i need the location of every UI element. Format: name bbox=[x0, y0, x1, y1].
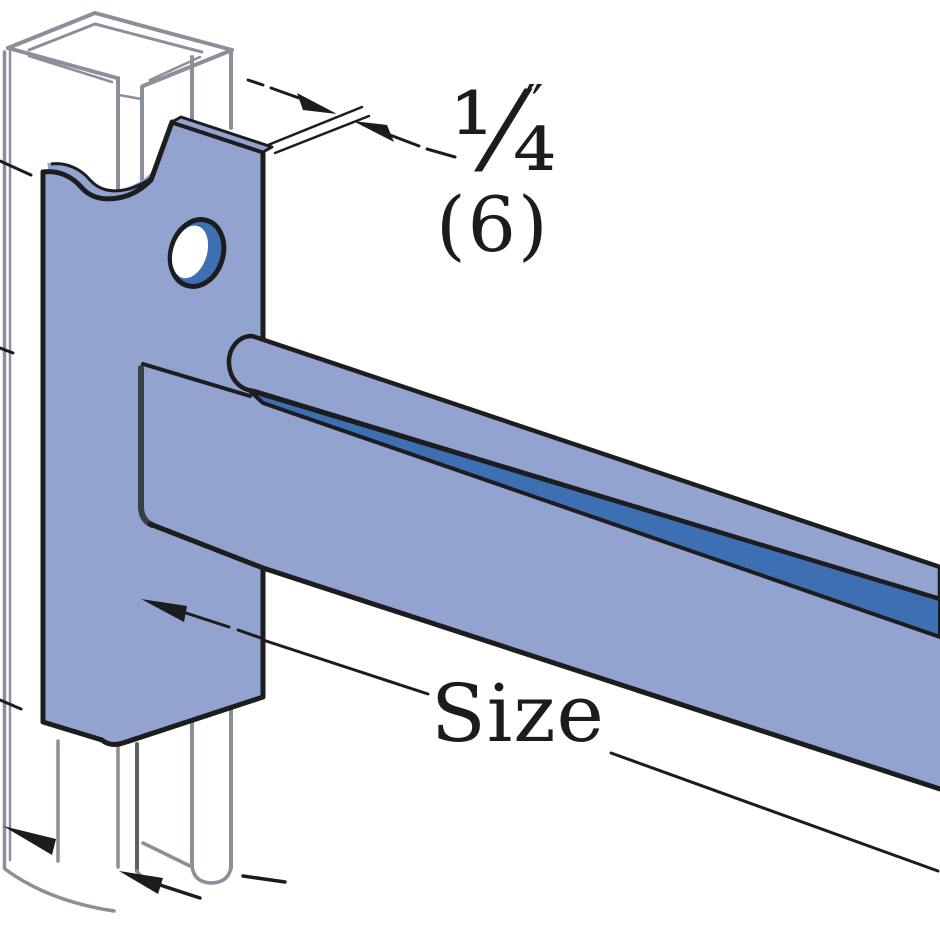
thickness-dimension-arrows bbox=[246, 78, 457, 159]
crop-leader-dashes bbox=[0, 159, 33, 711]
thickness-extension-line-front bbox=[266, 105, 364, 147]
size-leader-left-segment bbox=[261, 638, 430, 696]
thickness-metric-label: (6) bbox=[436, 180, 550, 269]
arm-weld-top-edge bbox=[141, 362, 252, 398]
left-edge-leader-dash-top bbox=[0, 159, 33, 177]
channel-break-curve-left bbox=[3, 867, 116, 913]
thickness-arrow-shaft-right bbox=[388, 133, 457, 159]
size-label: Size bbox=[431, 667, 605, 760]
bolt-hole-opening bbox=[171, 225, 209, 279]
thickness-arrowhead-left bbox=[297, 93, 337, 114]
thickness-label: ¼ bbox=[450, 68, 557, 196]
dimension-labels: ¼ ″ (6) Size bbox=[431, 68, 605, 760]
arm-bottom-edge bbox=[147, 521, 940, 792]
channel-break-curve-right bbox=[190, 864, 233, 885]
size-leader-line bbox=[141, 599, 940, 873]
channel-top-rim bbox=[6, 11, 234, 52]
thickness-arrow-shaft-left bbox=[246, 78, 301, 100]
channel-top-inner-rim bbox=[27, 22, 204, 54]
width-arrow-shaft-right bbox=[158, 883, 202, 900]
left-edge-leader-dash-bottom bbox=[0, 698, 23, 711]
channel-slot-lip-return bbox=[117, 93, 143, 101]
plate-top-thickness-face bbox=[170, 115, 274, 154]
width-dimension-arrows bbox=[3, 826, 287, 900]
channel-break-diagonal bbox=[141, 841, 192, 868]
arm-top-flange bbox=[226, 333, 940, 602]
thickness-extension-line-back bbox=[273, 114, 371, 155]
width-arrowhead-right bbox=[119, 871, 163, 894]
width-leader-dash-right bbox=[241, 874, 287, 884]
size-leader-dashes bbox=[184, 611, 263, 640]
plate-notch-back-edge bbox=[50, 162, 160, 193]
thickness-arrowhead-right bbox=[353, 121, 394, 142]
left-edge-leader-dash-middle bbox=[0, 346, 15, 355]
arm-web-face bbox=[141, 365, 940, 789]
inch-mark: ″ bbox=[524, 75, 543, 135]
channel-front-left-inner-rim bbox=[27, 54, 114, 84]
channel-front-right-rim bbox=[141, 48, 234, 88]
channel-front-left-rim bbox=[6, 46, 119, 80]
size-arrowhead bbox=[141, 599, 187, 622]
cantilever-arm bbox=[138, 333, 940, 792]
width-arrowhead-left bbox=[3, 826, 56, 855]
bolt-hole bbox=[167, 217, 227, 289]
size-leader-right-segment bbox=[609, 751, 940, 873]
